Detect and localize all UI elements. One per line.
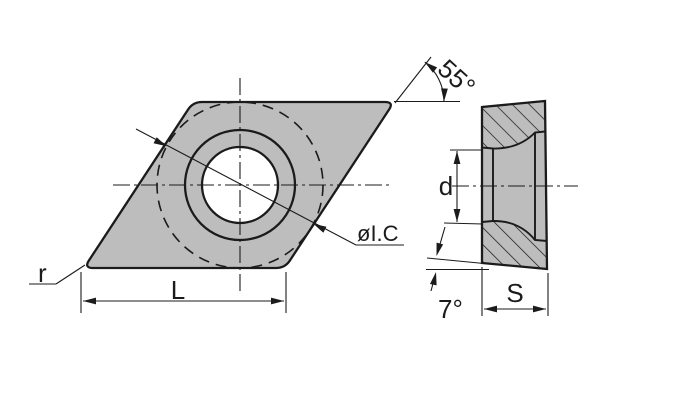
hole-diameter-dimension: d [439, 149, 484, 225]
nose-angle-dimension: 55° [394, 53, 481, 104]
label-inscribed-circle: øI.C [357, 221, 399, 246]
center-crosshair [113, 78, 392, 294]
hatch-bottom [482, 220, 547, 269]
ic-diameter-leader: øI.C [135, 128, 404, 246]
label-corner-radius: r [38, 258, 47, 288]
hole-section-profile [481, 130, 548, 242]
label-length: L [171, 275, 185, 305]
thickness-dimension: S [481, 267, 549, 316]
front-view: øI.C 55° r L [29, 53, 481, 313]
clearance-angle-dimension: 7° [426, 226, 489, 324]
label-clearance-angle: 7° [438, 294, 463, 324]
corner-radius-leader: r [29, 258, 86, 288]
length-dimension: L [80, 272, 287, 313]
label-thickness: S [506, 278, 523, 308]
side-view: d 7° S [426, 99, 578, 324]
label-hole-diameter: d [439, 171, 453, 201]
label-nose-angle: 55° [432, 53, 481, 102]
